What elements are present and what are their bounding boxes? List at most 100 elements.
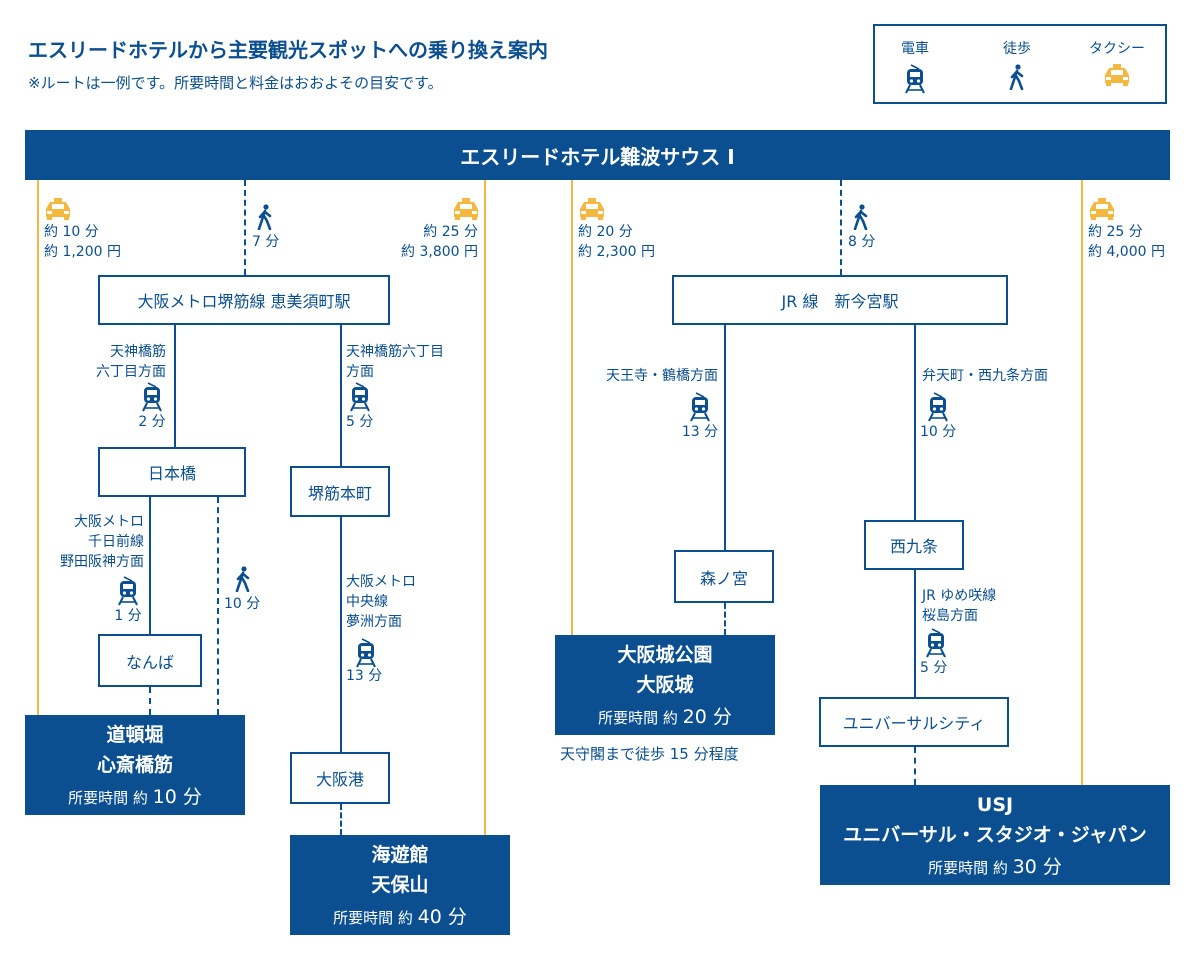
taxi-icon (1103, 64, 1131, 86)
train-time: 13 分 (681, 424, 719, 440)
line-direction-label: 天神橋筋 六丁目方面 (60, 342, 166, 382)
walk-icon (1008, 64, 1026, 90)
line-direction-text: 方面 (346, 364, 374, 380)
station-ebisucho: 大阪メトロ堺筋線 恵美須町駅 (98, 275, 390, 325)
taxi-route-line (571, 180, 573, 635)
legend-walk-label: 徒歩 (1003, 41, 1031, 57)
time-prefix: 所要時間 約 (928, 858, 1008, 877)
walk-time: 10 分 (224, 596, 261, 612)
destination-time: 所要時間 約 10 分 (68, 784, 202, 811)
time-value: 20 分 (682, 705, 732, 728)
taxi-time: 約 25 分 (423, 224, 478, 240)
destination-name: 心斎橋筋 (96, 753, 173, 776)
train-time: 5 分 (920, 660, 948, 676)
line-direction-label: JR ゆめ咲線 桜島方面 (922, 586, 996, 626)
walk-icon (256, 204, 274, 230)
taxi-fare: 約 1,200 円 (44, 244, 121, 260)
legend-walk: 徒歩 (977, 38, 1057, 90)
train-icon (926, 392, 950, 422)
train-time: 10 分 (920, 424, 957, 440)
train-icon (688, 392, 712, 422)
train-time: 2 分 (138, 414, 166, 430)
time-prefix: 所要時間 約 (333, 908, 413, 927)
train-icon (924, 628, 948, 658)
taxi-time: 約 10 分 (44, 224, 99, 240)
line-direction-text: JR ゆめ咲線 (922, 588, 997, 604)
taxi-time-label: 約 10 分 約 1,200 円 (44, 222, 121, 262)
time-value: 10 分 (152, 785, 202, 808)
walk-route-line (914, 747, 916, 785)
taxi-fare: 約 2,300 円 (578, 244, 655, 260)
walk-route-line (840, 180, 842, 275)
station-universalcity: ユニバーサルシティ (819, 697, 1009, 747)
destination-dotonbori: 道頓堀 心斎橋筋 所要時間 約 10 分 (25, 715, 245, 815)
train-route-line (174, 325, 176, 447)
walk-route-line (244, 180, 246, 275)
train-route-line (724, 325, 726, 550)
time-prefix: 所要時間 約 (598, 708, 678, 727)
destination-time: 所要時間 約 30 分 (928, 854, 1062, 881)
hotel-banner: エスリードホテル難波サウス Ⅰ (25, 130, 1170, 180)
page-title: エスリードホテルから主要観光スポットへの乗り換え案内 (28, 38, 548, 62)
destination-name: 海遊館 (371, 843, 429, 866)
train-icon (140, 382, 164, 412)
walk-route-line (340, 804, 342, 835)
walk-icon (234, 566, 252, 592)
time-prefix: 所要時間 約 (68, 788, 148, 807)
station-morinomiya: 森ノ宮 (674, 550, 774, 603)
train-time: 13 分 (346, 668, 383, 684)
taxi-route-line (37, 180, 39, 715)
walk-route-line (724, 603, 726, 635)
line-direction-text: 中央線 (346, 594, 388, 610)
line-direction-label: 天王寺・鶴橋方面 (606, 368, 718, 384)
line-direction-text: 天神橋筋 (110, 344, 166, 360)
taxi-route-line (484, 180, 486, 835)
walk-route-line (217, 497, 219, 715)
train-route-line (149, 497, 151, 634)
walk-route-line (149, 687, 151, 715)
line-direction-text: 桜島方面 (922, 608, 978, 624)
taxi-time: 約 25 分 (1088, 224, 1143, 240)
taxi-route-line (1081, 180, 1083, 785)
destination-time: 所要時間 約 40 分 (333, 904, 467, 931)
taxi-time-label: 約 25 分 約 3,800 円 (380, 222, 478, 262)
taxi-icon (578, 198, 606, 220)
line-direction-text: 六丁目方面 (96, 364, 166, 380)
destination-note: 天守閣まで徒歩 15 分程度 (560, 745, 739, 763)
legend-train: 電車 (875, 38, 955, 94)
destination-time: 所要時間 約 20 分 (598, 704, 732, 731)
train-time: 5 分 (346, 414, 374, 430)
station-sakaisujihonmachi: 堺筋本町 (290, 466, 390, 517)
time-value: 40 分 (417, 905, 467, 928)
train-icon (116, 576, 140, 606)
taxi-fare: 約 4,000 円 (1088, 244, 1165, 260)
taxi-fare: 約 3,800 円 (401, 244, 478, 260)
line-direction-label: 天神橋筋六丁目 方面 (346, 342, 444, 382)
destination-name: 大阪城 (636, 673, 694, 696)
destination-name: 天保山 (371, 873, 429, 896)
page-subtitle: ※ルートは一例です。所要時間と料金はおおよその目安です。 (28, 74, 443, 92)
train-time: 1 分 (114, 608, 142, 624)
time-value: 30 分 (1012, 855, 1062, 878)
train-route-line (340, 325, 342, 466)
destination-usj: USJ ユニバーサル・スタジオ・ジャパン 所要時間 約 30 分 (820, 785, 1170, 885)
taxi-icon (44, 198, 72, 220)
destination-name: 道頓堀 (106, 723, 164, 746)
line-direction-text: 天神橋筋六丁目 (346, 344, 444, 360)
walk-icon (852, 204, 870, 230)
destination-name: ユニバーサル・スタジオ・ジャパン (843, 823, 1147, 846)
train-icon (348, 382, 372, 412)
line-direction-label: 大阪メトロ 中央線 夢洲方面 (346, 572, 416, 632)
train-route-line (914, 325, 916, 520)
train-route-line (914, 570, 916, 697)
walk-time: 8 分 (848, 234, 876, 250)
line-direction-text: 千日前線 (88, 534, 144, 550)
station-osakako: 大阪港 (290, 752, 390, 804)
taxi-time: 約 20 分 (578, 224, 633, 240)
taxi-icon (452, 198, 480, 220)
station-nihombashi: 日本橋 (98, 447, 246, 497)
taxi-time-label: 約 20 分 約 2,300 円 (578, 222, 655, 262)
train-icon (903, 64, 927, 94)
line-direction-label: 大阪メトロ 千日前線 野田阪神方面 (30, 512, 144, 572)
train-icon (354, 638, 378, 668)
